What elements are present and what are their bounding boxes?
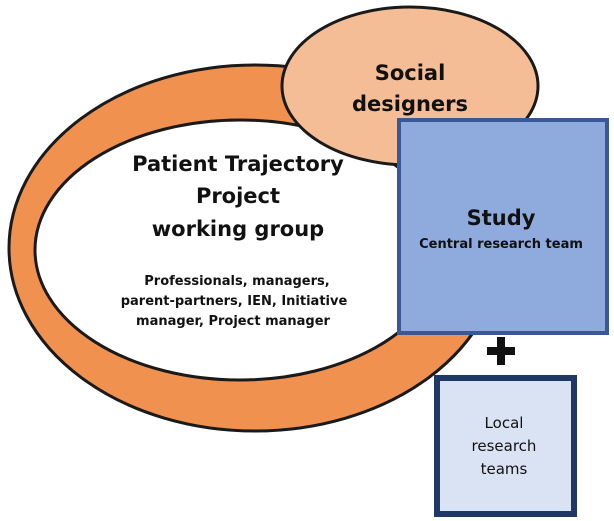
social-designers-line-1: Social	[375, 61, 446, 85]
social-designers-label: Social designers	[352, 61, 468, 116]
working-group-members: Professionals, managers, parent-partners…	[121, 274, 348, 329]
study-subtitle: Central research team	[419, 237, 583, 252]
working-group-members-line-3: manager, Project manager	[136, 314, 330, 329]
local-teams-label: Local research teams	[472, 414, 537, 478]
social-designers-line-2: designers	[352, 92, 468, 116]
working-group-title: Patient Trajectory Project working group	[132, 152, 344, 241]
working-group-title-line-3: working group	[152, 217, 324, 241]
plus-icon	[487, 337, 515, 365]
working-group-title-line-1: Patient Trajectory	[132, 152, 344, 176]
working-group-title-line-2: Project	[196, 184, 280, 208]
local-teams-line-2: research	[472, 437, 537, 455]
study-box	[397, 118, 609, 335]
study-title: Study	[467, 206, 536, 230]
local-teams-box	[434, 375, 577, 517]
working-group-members-line-2: parent-partners, IEN, Initiative	[121, 294, 348, 309]
local-teams-line-1: Local	[485, 414, 524, 432]
working-group-members-line-1: Professionals, managers,	[144, 274, 329, 289]
local-teams-line-3: teams	[481, 460, 528, 478]
